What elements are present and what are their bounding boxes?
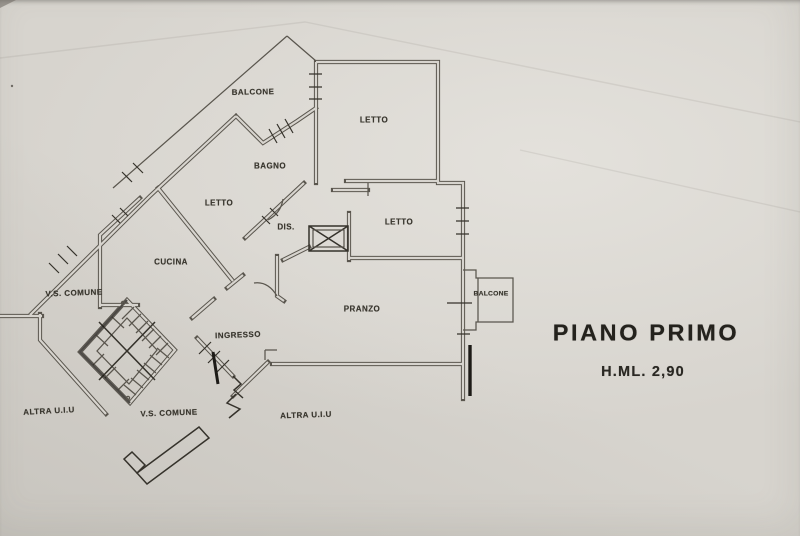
- walls: [0, 62, 463, 414]
- window-marks: [48, 73, 469, 274]
- room-label-cucina: CUCINA: [154, 257, 188, 267]
- room-label-balcone-right: BALCONE: [473, 290, 509, 298]
- room-label-altra-uiu-right: ALTRA U.I.U: [280, 409, 332, 421]
- stair-treads: [92, 306, 170, 396]
- right-balcony-outline: [447, 269, 514, 335]
- entrance-arrow: [122, 425, 211, 486]
- stair-inner-well: [96, 317, 158, 385]
- room-label-ingresso: INGRESSO: [214, 329, 262, 341]
- staircase: [78, 299, 170, 404]
- room-label-letto-left: LETTO: [204, 198, 234, 208]
- corridor-hook: [232, 375, 244, 399]
- room-label-letto-mid: LETTO: [384, 217, 414, 227]
- entrance-door-marks: [198, 341, 244, 399]
- zigzag-break: [225, 393, 242, 419]
- stair-dark-edge: [78, 299, 131, 404]
- room-label-bagno: BAGNO: [253, 161, 287, 171]
- wall-notch: [264, 349, 277, 360]
- room-label-letto-top: LETTO: [359, 115, 389, 125]
- room-label-balcone-top: BALCONE: [231, 87, 275, 97]
- heavy-door-mark: [211, 351, 220, 385]
- paper-speck: [10, 84, 14, 88]
- room-label-pranzo: PRANZO: [343, 304, 381, 314]
- door-swing-arcs: [253, 198, 284, 297]
- balcony-railing: [112, 35, 317, 189]
- paper-artifacts: [0, 0, 800, 213]
- shaft-x-box: [308, 183, 369, 252]
- stair-x-mark: [98, 321, 156, 381]
- plan-height-note: H.ML. 2,90: [601, 364, 685, 380]
- photo-corner-artifact: [0, 0, 16, 8]
- room-label-dis: DIS.: [277, 222, 295, 232]
- plan-title: PIANO PRIMO: [552, 319, 740, 346]
